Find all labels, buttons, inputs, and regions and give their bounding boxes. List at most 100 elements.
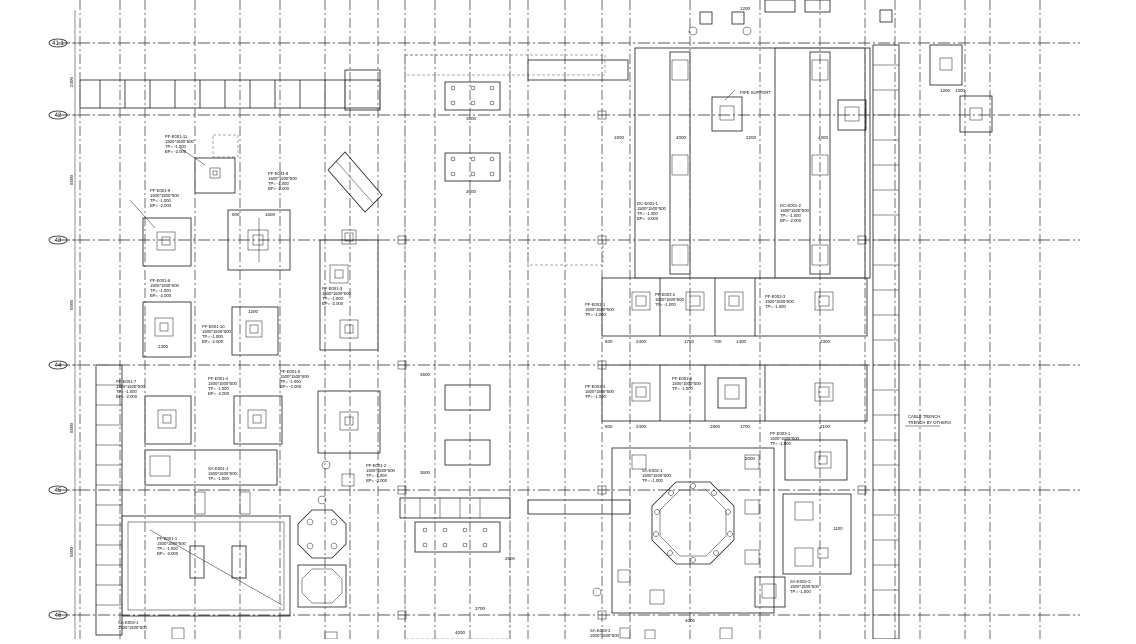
tag-detail: TP= -1.000 xyxy=(157,546,179,551)
dim-label: 5500 xyxy=(69,299,74,310)
tag-detail: 1500*1500*500 xyxy=(118,625,148,630)
left-cable-trench xyxy=(95,364,123,636)
dim-label: 2400 xyxy=(636,339,647,344)
tag-detail: TP= -1.000 xyxy=(780,213,802,218)
tag-detail: BP= -2.000 xyxy=(280,384,302,389)
dim-label: 1750 xyxy=(684,339,695,344)
footing-dc-e001-2: DC-E001-2 1500*1500*500 TP= -1.000 BP= -… xyxy=(774,47,867,279)
tag-detail: TP= -1.000 xyxy=(268,181,290,186)
dim-label: 1400 xyxy=(736,339,747,344)
tag-detail: TP= -1.000 xyxy=(366,473,388,478)
note-label: TRENCH BY OTHERS xyxy=(908,420,951,425)
tag-detail: 1500*1500*500 xyxy=(780,208,810,213)
top-right-footings: 1200 1200 PIPE SUPPORT xyxy=(688,0,993,133)
central-pipe-rack: 3600 3600 3600 3600 4000 xyxy=(399,54,511,640)
dim-label: 4000 xyxy=(818,135,829,140)
tag-detail: BP= -2.000 xyxy=(202,339,224,344)
diagonal-pipe-section: PF-E001-3 1500*1500*500 TP= -1.000 BP= -… xyxy=(319,151,383,351)
tag-label: PF-E001-4 xyxy=(208,376,229,381)
tag-detail: 1500*1500*500 xyxy=(585,307,615,312)
footing-pf-e003-1: PF-E003-1 1500*1500*500 TP= -1.000 xyxy=(770,431,848,481)
tag-detail: TP= -1.000 xyxy=(770,441,792,446)
grid-label: 42 xyxy=(55,113,62,119)
grid-bubble-42: 42 xyxy=(48,110,68,120)
dim-label: 5500 xyxy=(69,546,74,557)
tag-detail: 1500*1500*500 xyxy=(150,193,180,198)
bottom-row-footings: SA-E003-1 1500*1500*500 SA-E003-2 1500*1… xyxy=(118,88,966,640)
tag-detail: 1500*1500*500 xyxy=(165,139,195,144)
tag-detail: TP= -1.000 xyxy=(150,198,172,203)
combined-footing-row-44: PF-E002-4 1500*1500*500 TP= -1.000 PF-E0… xyxy=(585,364,868,429)
tag-detail: 1500*1500*500 xyxy=(280,374,310,379)
dim-label: 1100 xyxy=(833,526,843,531)
dim-label: 2100 xyxy=(820,424,831,429)
footing-pf-e001-11: PF-E001-11 1500*1500*500 TP= -1.000 BP= … xyxy=(165,134,239,194)
dim-label: 2000 xyxy=(745,456,756,461)
tag-detail: TP= -1.000 xyxy=(116,389,138,394)
note-label: CABLE TRENCH xyxy=(908,414,940,419)
tag-label: SA-E002-1 xyxy=(642,468,663,473)
dim-label: 3700 xyxy=(475,606,486,611)
tag-detail: BP= -2.000 xyxy=(208,391,230,396)
dim-label: 3600 xyxy=(466,116,477,121)
tag-detail: 1500*1500*500 xyxy=(770,436,800,441)
footing-pf-e001-6: PF-E001-6 1500*1500*500 TP= -1.000 BP= -… xyxy=(142,278,192,358)
tag-label: SA-E003-1 xyxy=(118,620,139,625)
dim-label: 3600 xyxy=(466,189,477,194)
tag-label: DC-E001-2 xyxy=(780,203,802,208)
tag-detail: TP= -1.000 xyxy=(150,288,172,293)
tag-detail: TP= -1.000 xyxy=(672,386,694,391)
dim-label: 1300 xyxy=(158,344,169,349)
tag-label: PF-E001-3 xyxy=(322,286,343,291)
tag-label: PF-E001-7 xyxy=(116,379,137,384)
tag-detail: 1500*1500*500 xyxy=(208,471,238,476)
footing-pf-e001-4: PF-E001-4 1500*1500*500 TP= -1.000 BP= -… xyxy=(208,376,283,445)
note-label: PIPE SUPPORT xyxy=(740,90,771,95)
tag-detail: TP= -1.000 xyxy=(322,296,344,301)
dim-label: 2300 xyxy=(820,339,831,344)
grid-label: 44 xyxy=(55,363,62,369)
dim-label: 1700 xyxy=(740,424,751,429)
dim-label: 700 xyxy=(714,339,722,344)
dim-label: 4000 xyxy=(685,618,696,623)
grid-label: 46 xyxy=(55,613,62,619)
tag-label: PF-E003-1 xyxy=(770,431,791,436)
tag-detail: BP= -2.000 xyxy=(322,301,344,306)
left-dimension-column: 2400 5500 5500 5500 5500 xyxy=(69,10,78,639)
grid-bubble-43: 43 xyxy=(48,235,68,245)
left-pipe-rack-beams xyxy=(79,69,381,111)
dim-label: 2200 xyxy=(746,135,757,140)
dim-label: 4000 xyxy=(455,630,466,635)
tag-detail: 1500*1500*500 xyxy=(366,468,396,473)
large-pit-bottom-left: PF-E001-1 1500*1500*500 TP= -1.000 BP= -… xyxy=(121,515,291,617)
pipe-strips xyxy=(404,54,631,515)
tag-detail: TP= -1.000 xyxy=(642,478,664,483)
tag-detail: 1500*1500*500 xyxy=(637,206,667,211)
dim-label: 1500 xyxy=(614,135,625,140)
footing-pf-e001-10: PF-E001-10 1500*1500*500 TP= -1.000 BP= … xyxy=(202,306,279,356)
tag-label: PF-E002-5 xyxy=(672,376,693,381)
tag-detail: 1500*1500*500 xyxy=(150,283,180,288)
footing-pf-e001-8: PF-E001-8 1500*1500*500 TP= -1.000 BP= -… xyxy=(227,171,298,271)
dim-label: 2400 xyxy=(636,424,647,429)
tag-detail: BP= -2.000 xyxy=(366,478,388,483)
dim-label: 1600 xyxy=(265,212,276,217)
tag-label: PF-E002-4 xyxy=(585,384,606,389)
tank-foundation-sa-e002-1: SA-E002-1 1500*1500*500 TP= -1.000 4000 … xyxy=(592,447,775,623)
tag-detail: 1500*1500*500 xyxy=(790,584,820,589)
tag-label: PF-E001-5 xyxy=(280,369,301,374)
dim-label: 900 xyxy=(232,212,240,217)
column-markers xyxy=(397,110,867,620)
dim-label: 600 xyxy=(605,339,613,344)
dim-label: 3600 xyxy=(420,470,431,475)
footing-pf-e001-9: PF-E001-9 1500*1500*500 TP= -1.000 BP= -… xyxy=(129,188,192,267)
tag-label: DC-E001-1 xyxy=(637,201,659,206)
tag-detail: 1500*1500*500 xyxy=(672,381,702,386)
tag-detail: TP= -1.000 xyxy=(165,144,187,149)
tag-detail: TP= -1.000 xyxy=(585,312,607,317)
tag-detail: TP= -1.000 xyxy=(790,589,812,594)
tag-label: PF-E002-1 xyxy=(585,302,606,307)
tag-detail: TP= -1.000 xyxy=(208,476,230,481)
tag-detail: 1500*1500*500 xyxy=(642,473,672,478)
